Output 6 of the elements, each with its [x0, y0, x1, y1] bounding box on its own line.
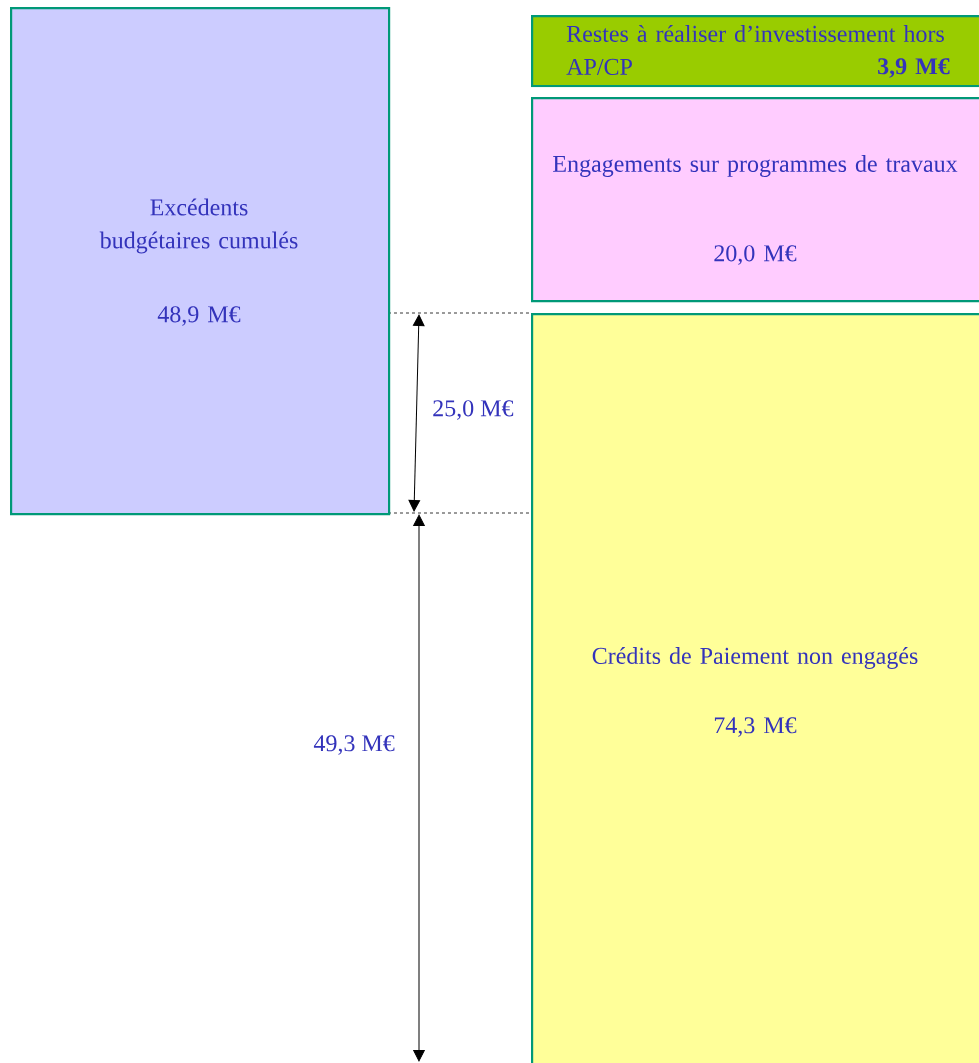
dimension-label: 49,3 M€	[313, 735, 395, 755]
budget-box: Excédents budgétaires cumulés 48,9 M€	[10, 7, 391, 516]
budget-box: Crédits de Paiement non engagés 74,3 M€	[531, 313, 979, 1063]
dimension-label: 25,0 M€	[433, 400, 514, 420]
budget-box: Engagements sur programmes de travaux 20,0 M€	[531, 97, 979, 303]
budget-box: Restes à réaliser d’investissement hors AP/CP 3,9 M€	[531, 15, 979, 88]
